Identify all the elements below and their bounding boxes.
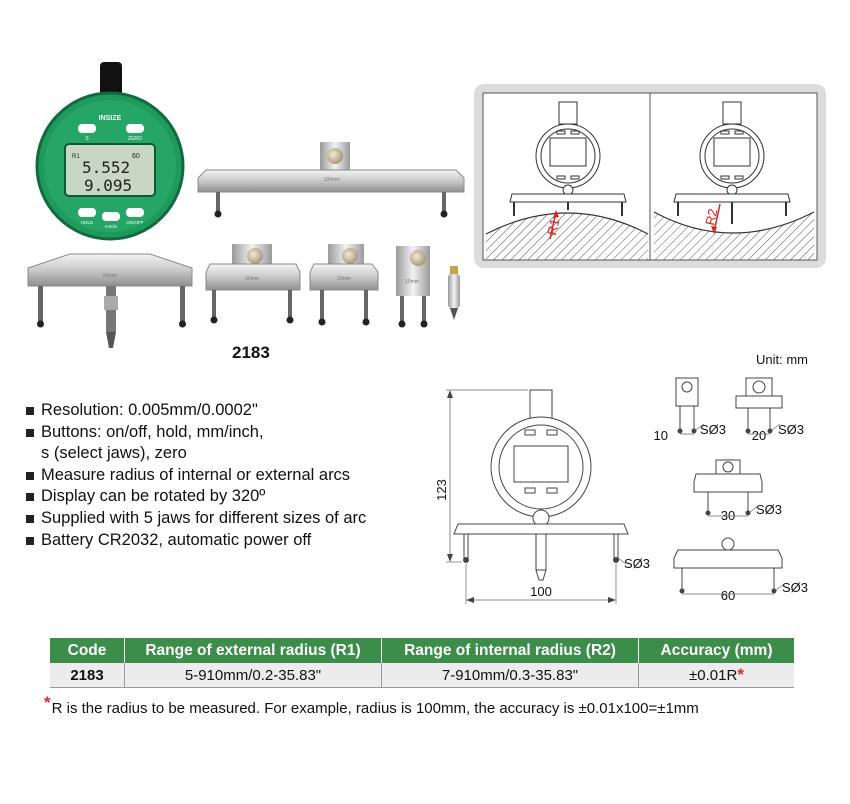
- sphere-label: SØ3: [624, 556, 650, 571]
- jaw-30-dim: 30: [721, 508, 735, 523]
- gauge-r1-label: R1: [72, 154, 80, 160]
- jaw-20-dim: 20: [752, 428, 766, 443]
- sphere-label: SØ3: [782, 580, 808, 595]
- unit-label: Unit: mm: [756, 352, 808, 367]
- height-dim: 123: [434, 479, 449, 501]
- feature-item: Measure radius of internal or external a…: [24, 465, 444, 487]
- internal-radius-diagram: R2: [653, 101, 815, 260]
- brand-logo: INSIZE: [99, 115, 122, 122]
- bullet-icon: [26, 536, 34, 545]
- gauge-body: R1 60 5.552 9.095 INSIZE S ZERO HOLD mm/…: [35, 91, 185, 241]
- gauge-btn-unit: mm/in: [105, 224, 118, 229]
- footnote: *R is the radius to be measured. For exa…: [44, 693, 699, 718]
- feature-item: Display can be rotated by 320º: [24, 486, 444, 508]
- external-radius-diagram: R1: [485, 101, 649, 260]
- spec-table: Code Range of external radius (R1) Range…: [50, 638, 794, 688]
- svg-text:20mm: 20mm: [337, 276, 351, 282]
- col-code: Code: [50, 638, 125, 663]
- asterisk-icon: *: [44, 693, 51, 712]
- footnote-text: R is the radius to be measured. For exam…: [51, 700, 699, 717]
- r1-label: R1: [544, 217, 562, 236]
- cell-external-radius: 5-910mm/0.2-35.83": [124, 663, 382, 688]
- width-dim: 100: [530, 584, 552, 599]
- feature-item: Battery CR2032, automatic power off: [24, 530, 444, 552]
- cell-accuracy: ±0.01R*: [638, 663, 794, 688]
- gauge-btn-s: S: [85, 136, 89, 142]
- gauge-btn-zero: ZERO: [128, 136, 142, 142]
- bullet-icon: [26, 471, 34, 480]
- sphere-label: SØ3: [700, 422, 726, 437]
- svg-text:10mm: 10mm: [405, 279, 419, 285]
- table-header-row: Code Range of external radius (R1) Range…: [50, 638, 794, 663]
- gauge-btn-onoff: ON/OFF: [127, 220, 144, 225]
- col-accuracy: Accuracy (mm): [638, 638, 794, 663]
- product-photo: R1 60 5.552 9.095 INSIZE S ZERO HOLD mm/…: [27, 62, 465, 348]
- svg-text:100mm: 100mm: [324, 177, 341, 183]
- svg-text:30mm: 30mm: [245, 276, 259, 282]
- feature-item: Buttons: on/off, hold, mm/inch,s (select…: [24, 422, 444, 465]
- sphere-label: SØ3: [778, 422, 804, 437]
- cell-internal-radius: 7-910mm/0.3-35.83": [381, 663, 639, 688]
- bullet-icon: [26, 493, 34, 502]
- dimension-drawing: 123 100 SØ3 10 SØ3 20 SØ3 30 SØ3 60 SØ3: [434, 377, 808, 604]
- model-caption: 2183: [232, 343, 270, 362]
- usage-schematic: R1 R2: [474, 84, 826, 268]
- gauge-btn-hold: HOLD: [81, 220, 94, 225]
- svg-text:60mm: 60mm: [103, 273, 117, 279]
- feature-item: Supplied with 5 jaws for different sizes…: [24, 508, 444, 530]
- cell-code: 2183: [50, 663, 125, 688]
- feature-list: Resolution: 0.005mm/0.0002" Buttons: on/…: [24, 400, 444, 551]
- col-external-radius: Range of external radius (R1): [124, 638, 382, 663]
- gauge-reading-top: 5.552: [82, 158, 130, 177]
- col-internal-radius: Range of internal radius (R2): [381, 638, 639, 663]
- table-row: 2183 5-910mm/0.2-35.83" 7-910mm/0.3-35.8…: [50, 663, 794, 688]
- r2-label: R2: [702, 207, 720, 226]
- jaw-60-dim: 60: [721, 588, 735, 603]
- asterisk-icon: *: [737, 665, 744, 684]
- bullet-icon: [26, 407, 34, 415]
- gauge-jaw-indicator: 60: [132, 153, 140, 160]
- bullet-icon: [26, 514, 34, 523]
- jaw-10-dim: 10: [654, 428, 668, 443]
- feature-item: Resolution: 0.005mm/0.0002": [24, 400, 444, 422]
- gauge-reading-bottom: 9.095: [84, 176, 132, 195]
- bullet-icon: [26, 428, 34, 437]
- sphere-label: SØ3: [756, 502, 782, 517]
